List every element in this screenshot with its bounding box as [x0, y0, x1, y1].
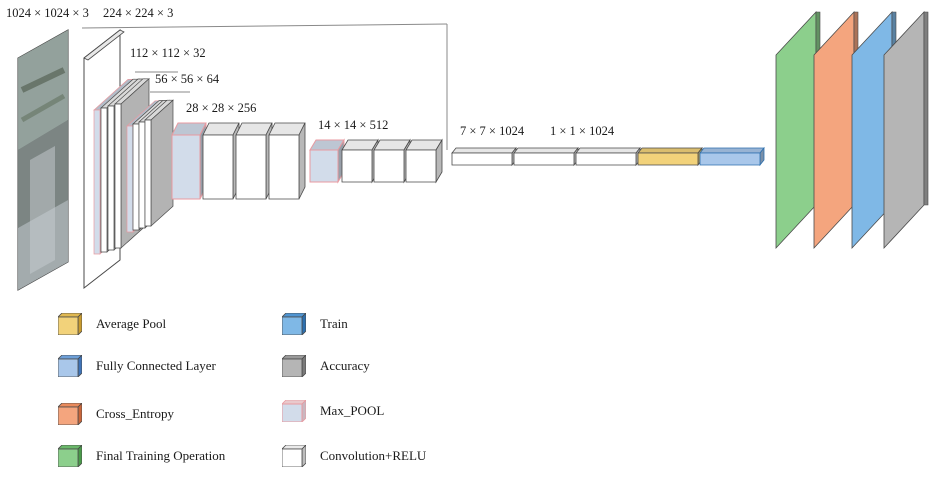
- stage4-conv-cube-2: [373, 138, 411, 184]
- fully-connected-swatch-icon: [58, 355, 82, 377]
- cnn-architecture-diagram: [17, 10, 929, 291]
- stage5-conv-bar-2: [513, 146, 579, 167]
- stage1-dimension-label: 112 × 112 × 32: [130, 46, 206, 60]
- stage4-dimension-label: 14 × 14 × 512: [318, 118, 389, 132]
- stage3-conv-cube-2: [235, 122, 273, 200]
- input-dimension-label: 1024 × 1024 × 3: [6, 6, 89, 20]
- legend-label-average-pool: Average Pool: [96, 316, 167, 331]
- legend-label-cross-entropy: Cross_Entropy: [96, 406, 174, 421]
- final-training-swatch-icon: [58, 445, 82, 467]
- legend-label-max-pool: Max_POOL: [320, 403, 385, 418]
- connector-lines: [81, 23, 448, 150]
- stage3-maxpool-cube: [171, 122, 207, 200]
- stage2-dimension-label: 56 × 56 × 64: [155, 72, 220, 86]
- max-pool-swatch-icon: [282, 400, 306, 422]
- legend-label-accuracy: Accuracy: [320, 358, 370, 373]
- stage2-conv-slab-3: [144, 99, 174, 227]
- legend-item-conv-relu: Convolution+RELU: [282, 441, 426, 471]
- average-pool-swatch-icon: [58, 313, 82, 335]
- input-image: [17, 29, 69, 291]
- legend-label-final-training: Final Training Operation: [96, 448, 226, 463]
- stage2-layer-stack: [126, 99, 174, 233]
- legend-item-average-pool: Average Pool: [58, 309, 166, 339]
- stage4-layer-stack: [309, 138, 443, 184]
- stage3-conv-cube-3: [268, 122, 306, 200]
- stage3-dimension-label: 28 × 28 × 256: [186, 101, 257, 115]
- legend-label-train: Train: [320, 316, 348, 331]
- stage5-dimension-label: 7 × 7 × 1024: [460, 124, 525, 138]
- conv-relu-swatch-icon: [282, 445, 306, 467]
- legend-item-cross-entropy: Cross_Entropy: [58, 399, 174, 429]
- fc-bar-stack: [451, 146, 765, 167]
- train-swatch-icon: [282, 313, 306, 335]
- stage5-avgpool-bar: [637, 146, 703, 167]
- legend-item-fully-connected: Fully Connected Layer: [58, 351, 216, 381]
- cross-entropy-swatch-icon: [58, 403, 82, 425]
- stage4-conv-cube-1: [341, 138, 379, 184]
- stage4-conv-cube-3: [405, 138, 443, 184]
- cross-entropy-plane: [813, 10, 859, 250]
- legend-label-conv-relu: Convolution+RELU: [320, 448, 427, 463]
- legend-item-max-pool: Max_POOL: [282, 396, 384, 426]
- stage3-layer-stack: [171, 122, 306, 200]
- stage5-fc-bar: [699, 146, 765, 167]
- final-training-plane: [775, 10, 821, 250]
- stage5-conv-bar-1: [451, 146, 517, 167]
- stage3-conv-cube-1: [202, 122, 240, 200]
- resized-dimension-label: 224 × 224 × 3: [103, 6, 174, 20]
- accuracy-plane: [883, 10, 929, 250]
- legend-item-accuracy: Accuracy: [282, 351, 370, 381]
- output-planes: [775, 10, 929, 250]
- accuracy-swatch-icon: [282, 355, 306, 377]
- legend-item-final-training: Final Training Operation: [58, 441, 225, 471]
- stage5-conv-bar-3: [575, 146, 641, 167]
- stage4-maxpool-cube: [309, 138, 345, 184]
- legend-item-train: Train: [282, 309, 348, 339]
- legend-label-fully-connected: Fully Connected Layer: [96, 358, 216, 373]
- stage6-dimension-label: 1 × 1 × 1024: [550, 124, 615, 138]
